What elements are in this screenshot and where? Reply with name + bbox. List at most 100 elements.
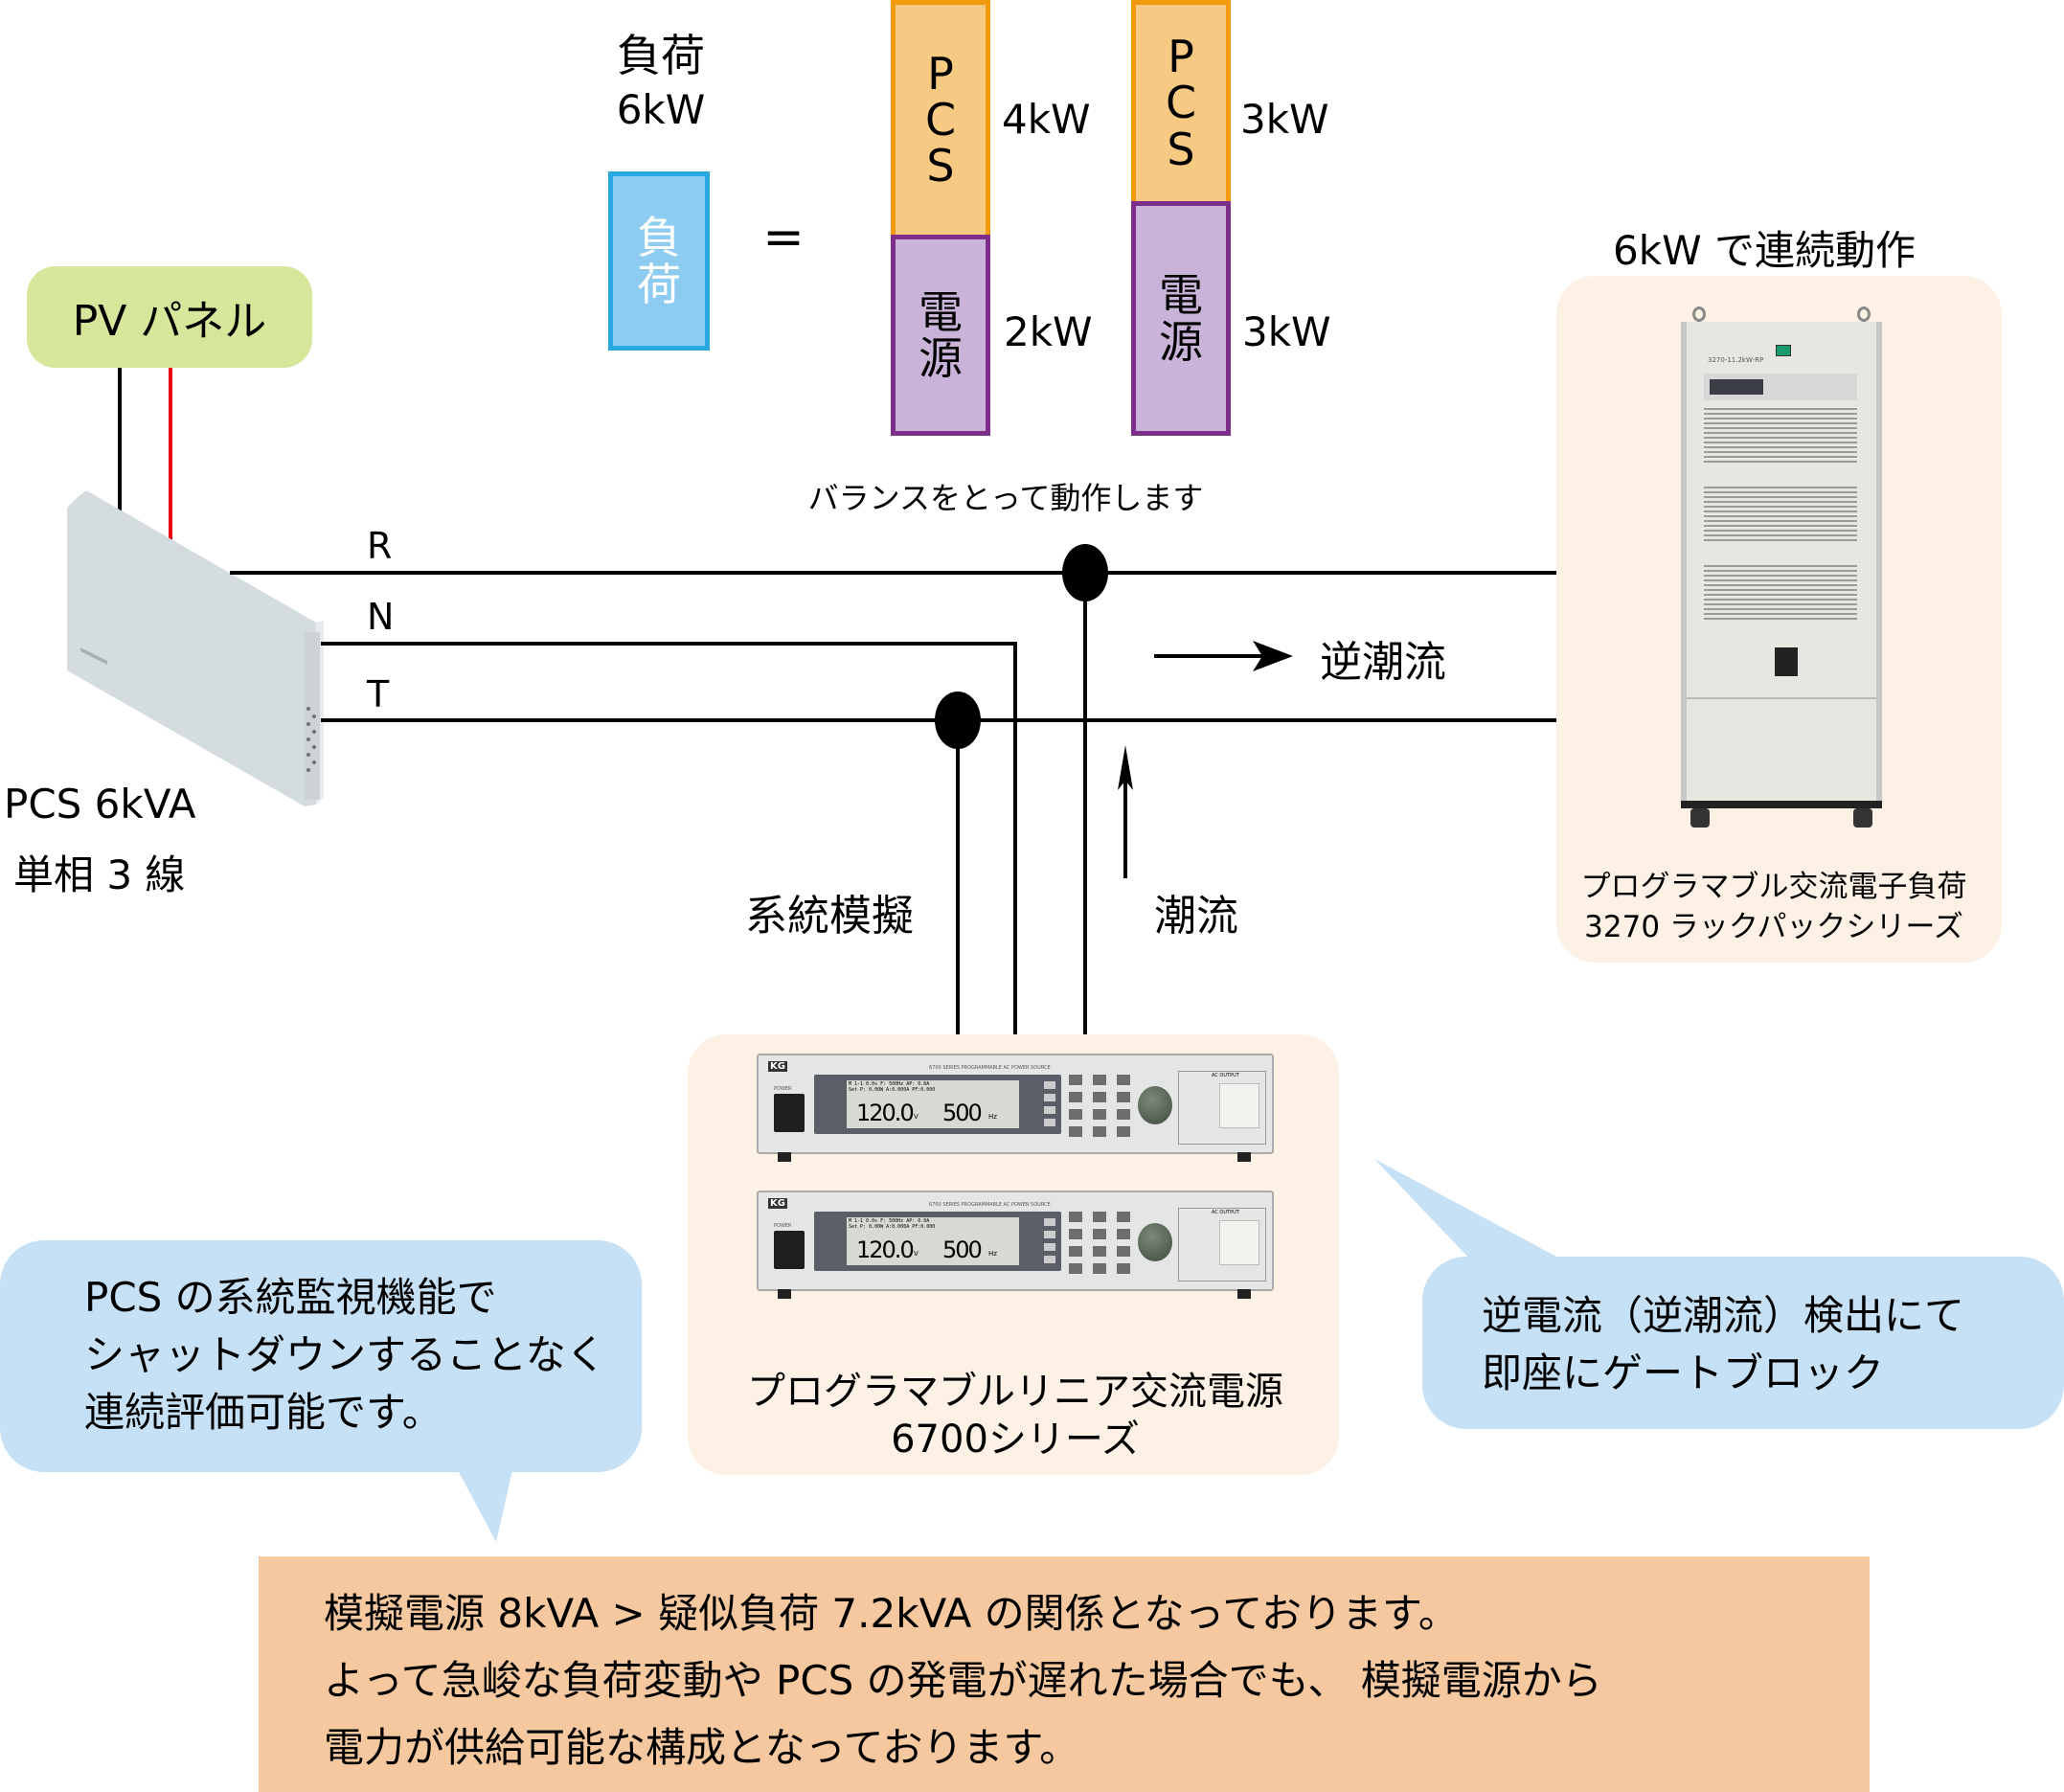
rack-window: [1775, 647, 1798, 676]
bottom-note: 模擬電源 8kVA > 疑似負荷 7.2kVA の関係となっております。 よって…: [259, 1556, 1870, 1792]
lcd-line-1: M 1-1 0.0s F: 500Hz AP: 0.0A: [849, 1081, 930, 1087]
junction-r: [1062, 544, 1108, 601]
ac-source-caption-1: プログラマブルリニア交流電源: [747, 1370, 1283, 1414]
line-t: [321, 718, 1683, 722]
rotary-knob[interactable]: [1138, 1086, 1172, 1124]
rack-display: [1710, 379, 1763, 395]
softkey-button[interactable]: [1044, 1094, 1055, 1101]
left-callout-line-1: PCS の系統監視機能で: [84, 1274, 497, 1321]
left-callout-line-3: 連続評価可能です。: [84, 1389, 442, 1436]
softkeys: [1021, 1217, 1057, 1265]
softkey-button[interactable]: [1044, 1231, 1055, 1238]
ac-source-unit-2: KG 6700 SERIES PROGRAMMABLE AC POWER SOU…: [757, 1191, 1274, 1299]
right-callout-line-2: 即座にゲートブロック: [1482, 1350, 1885, 1396]
line-r: [230, 571, 1683, 575]
display-bezel: M 1-1 0.0s F: 500Hz AP: 0.0A Set P: 0.00…: [814, 1212, 1061, 1271]
softkey-button[interactable]: [1044, 1243, 1055, 1251]
caster-right-icon: [1853, 808, 1872, 828]
lcd-frequency-unit: Hz: [988, 1113, 997, 1121]
rack-model: 3270-11.2kW-RP: [1708, 356, 1764, 364]
line-n-drop: [1013, 642, 1017, 1063]
balance-caption: バランスをとって動作します: [807, 480, 1204, 516]
case2-source-value: 3kW: [1242, 308, 1331, 355]
lcd-voltage-unit: V: [914, 1250, 919, 1258]
series-label: 6700 SERIES PROGRAMMABLE AC POWER SOURCE: [929, 1065, 1051, 1071]
reverse-flow-label: 逆潮流: [1320, 638, 1446, 687]
left-callout-tail: [458, 1470, 512, 1542]
lcd-frequency: 500: [942, 1236, 983, 1263]
foot-right: [1237, 1152, 1251, 1162]
bottom-note-line-3: 電力が供給可能な構成となっております。: [324, 1724, 1080, 1771]
forward-flow-arrow-icon: [1118, 745, 1133, 878]
lcd-display: M 1-1 0.0s F: 500Hz AP: 0.0A Set P: 0.00…: [847, 1217, 1019, 1265]
pv-positive-wire: [169, 368, 172, 540]
rotary-knob[interactable]: [1138, 1223, 1172, 1261]
lcd-display: M 1-1 0.0s F: 500Hz AP: 0.0A Set P: 0.00…: [847, 1080, 1019, 1128]
lcd-line-2: Set P: 0.00W A:0.000A PF:0.000: [849, 1087, 936, 1093]
softkey-button[interactable]: [1044, 1106, 1055, 1114]
softkey-button[interactable]: [1044, 1119, 1055, 1126]
foot-right: [1237, 1289, 1251, 1299]
grid-simulation-label: 系統模擬: [745, 892, 914, 941]
rack-power-button: [1776, 345, 1791, 356]
softkey-button[interactable]: [1044, 1081, 1055, 1089]
rack-base: [1681, 801, 1882, 808]
pcs-rating: PCS 6kVA: [4, 781, 196, 828]
load-box-label: 負荷: [637, 212, 681, 310]
case1-source-bar: 電源: [891, 235, 990, 436]
line-r-drop: [1083, 573, 1087, 1063]
ac-load-title: 6kW で連続動作: [1613, 227, 1916, 274]
pv-panel: PV パネル: [27, 266, 312, 368]
lcd-line-1: M 1-1 0.0s F: 500Hz AP: 0.0A: [849, 1218, 930, 1224]
lcd-voltage-unit: V: [914, 1113, 919, 1121]
load-box: 負荷: [608, 171, 710, 351]
ac-outlet-icon: [1219, 1083, 1259, 1128]
brand-logo: KG: [768, 1061, 787, 1072]
lcd-line-2: Set P: 0.00W A:0.000A PF:0.000: [849, 1224, 936, 1230]
keypad[interactable]: [1069, 1075, 1130, 1142]
softkey-button[interactable]: [1044, 1256, 1055, 1263]
left-callout: PCS の系統監視機能で シャットダウンすることなく 連続評価可能です。: [0, 1240, 642, 1472]
ac-output-label: AC OUTPUT: [1212, 1210, 1239, 1215]
forward-flow-label: 潮流: [1154, 892, 1238, 941]
power-label: POWER: [774, 1086, 792, 1092]
equals-sign: =: [762, 209, 805, 266]
right-callout-line-1: 逆電流（逆潮流）検出にて: [1482, 1292, 1965, 1339]
rack-vent-3: [1704, 565, 1857, 623]
line-label-r: R: [367, 525, 393, 567]
lcd-frequency: 500: [942, 1100, 983, 1126]
pcs-inverter-icon: [67, 490, 324, 806]
load-title: 負荷: [617, 30, 705, 81]
power-switch[interactable]: [774, 1231, 805, 1269]
case2-source-label: 電源: [1159, 269, 1203, 368]
eyebolt-right-icon: [1857, 306, 1871, 322]
ac-output-label: AC OUTPUT: [1212, 1073, 1239, 1078]
softkeys: [1021, 1080, 1057, 1128]
keypad[interactable]: [1069, 1212, 1130, 1279]
case2-pcs-bar: PCS: [1131, 0, 1231, 206]
load-value: 6kW: [616, 86, 706, 133]
case1-source-value: 2kW: [1004, 308, 1093, 355]
case1-pcs-bar: PCS: [891, 0, 990, 239]
ac-source-caption-2: 6700シリーズ: [891, 1418, 1140, 1462]
lcd-voltage: 120.0: [856, 1100, 915, 1126]
power-switch[interactable]: [774, 1094, 805, 1132]
rack-cabinet: 3270-11.2kW-RP: [1681, 322, 1882, 801]
softkey-button[interactable]: [1044, 1218, 1055, 1226]
reverse-flow-arrow-icon: [1154, 641, 1293, 671]
case2-source-bar: 電源: [1131, 201, 1231, 436]
power-label: POWER: [774, 1223, 792, 1229]
ac-load-caption-2: 3270 ラックパックシリーズ: [1584, 910, 1963, 944]
line-t-drop: [956, 720, 960, 1063]
case2-pcs-label: PCS: [1165, 31, 1197, 175]
rack-controller: [1704, 374, 1857, 400]
ac-load-caption-1: プログラマブル交流電子負荷: [1580, 870, 1967, 904]
caster-left-icon: [1690, 808, 1710, 828]
ac-output-panel: AC OUTPUT: [1178, 1208, 1266, 1282]
brand-logo: KG: [768, 1198, 787, 1209]
right-callout-tail: [1374, 1159, 1571, 1264]
line-n: [321, 642, 1017, 646]
case1-pcs-label: PCS: [924, 47, 957, 193]
